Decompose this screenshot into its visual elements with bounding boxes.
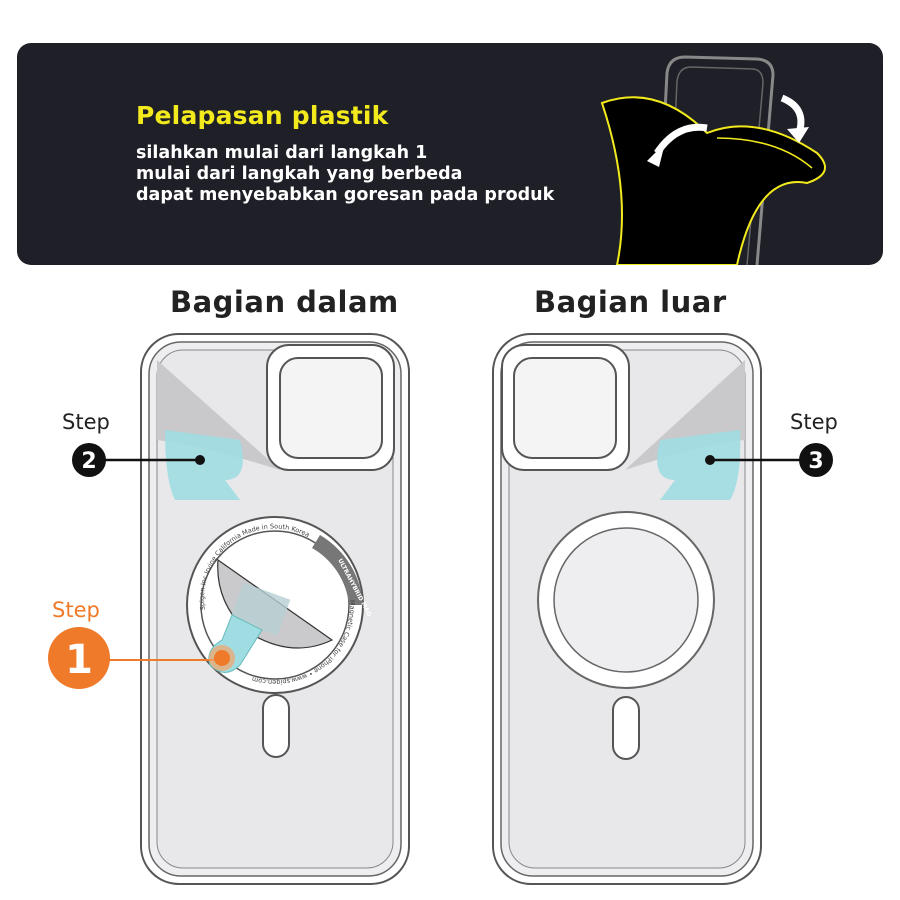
- step-1-callout: 1: [48, 627, 235, 689]
- curved-arrow-icon: [780, 94, 805, 135]
- inside-section-title: Bagian dalam: [170, 285, 399, 319]
- peeling-illustration: [600, 55, 826, 265]
- instruction-line: dapat menyebabkan goresan pada produk: [136, 185, 555, 205]
- instruction-line: silahkan mulai dari langkah 1: [136, 143, 428, 163]
- step-1-label: Step: [52, 598, 100, 622]
- step-3-callout: 3: [705, 443, 833, 477]
- step-3-label: Step: [790, 410, 838, 434]
- step-2-label: Step: [62, 410, 110, 434]
- instruction-banner: Pelapasan plastik silahkan mulai dari la…: [17, 43, 883, 265]
- film-tab-step-3: [657, 430, 741, 500]
- instruction-line: mulai dari langkah yang berbeda: [136, 164, 463, 184]
- film-tab-step-2: [165, 430, 243, 500]
- step-2-number: 2: [81, 449, 96, 474]
- outer-case: [492, 333, 762, 885]
- banner-title: Pelapasan plastik: [136, 101, 389, 130]
- banner-instructions: silahkan mulai dari langkah 1 mulai dari…: [136, 143, 554, 206]
- inner-case: [140, 333, 410, 885]
- step-3-number: 3: [808, 449, 823, 474]
- step-2-callout: 2: [72, 443, 205, 477]
- step-1-number: 1: [65, 637, 93, 683]
- outside-section-title: Bagian luar: [534, 285, 727, 319]
